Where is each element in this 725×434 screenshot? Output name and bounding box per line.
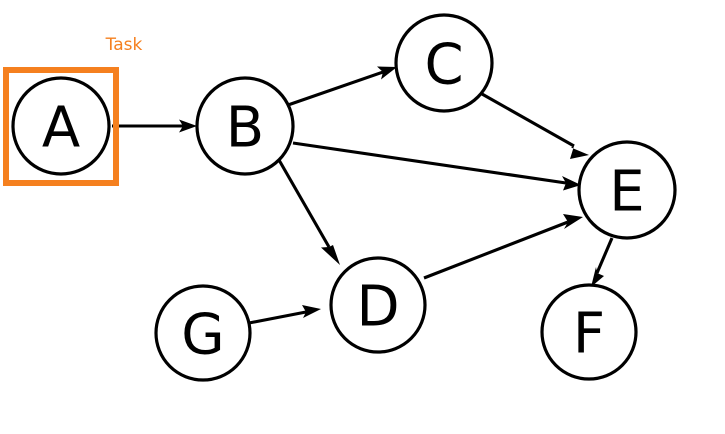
edge-d-to-e-line [423, 220, 569, 280]
node-f-circle [540, 283, 638, 381]
edge-c-to-e[interactable] [481, 92, 589, 159]
edge-b-to-c[interactable] [287, 66, 397, 107]
edge-a-to-b-arrowhead [179, 119, 197, 133]
node-g-circle [154, 284, 252, 382]
node-a-circle [11, 76, 111, 176]
node-f[interactable]: F [540, 283, 638, 381]
node-d[interactable]: D [329, 256, 427, 354]
edge-a-to-b[interactable] [112, 119, 197, 133]
node-g-label: G [181, 303, 224, 368]
edge-e-to-f-arrowhead [591, 267, 604, 287]
task-highlight[interactable]: Task [3, 35, 143, 186]
node-e-circle [577, 140, 677, 240]
node-f-label: F [573, 302, 605, 367]
node-a-label: A [42, 96, 80, 161]
edge-c-to-e-arrowhead [570, 146, 589, 159]
task-highlight-label: Task [105, 35, 143, 55]
edge-b-to-e-line [292, 141, 567, 185]
node-b-circle [195, 76, 295, 176]
edge-b-to-e[interactable] [292, 141, 581, 191]
edge-b-to-c-arrowhead [377, 66, 397, 80]
task-highlight-box [3, 67, 119, 186]
node-a[interactable]: A [11, 76, 111, 176]
node-b-label: B [226, 96, 264, 161]
edge-b-to-e-arrowhead [562, 176, 581, 191]
edge-b-to-d-arrowhead [321, 245, 340, 265]
edge-b-to-d[interactable] [277, 159, 340, 265]
edge-g-to-d-arrowhead [302, 305, 321, 318]
edge-b-to-c-line [287, 70, 384, 107]
nodes-layer: A B C D E F [11, 13, 677, 382]
edge-b-to-d-line [277, 159, 331, 248]
node-b[interactable]: B [195, 76, 295, 176]
edges-layer [112, 66, 614, 325]
node-c-label: C [424, 33, 463, 98]
node-d-label: D [356, 275, 399, 340]
node-g[interactable]: G [154, 284, 252, 382]
edge-d-to-e[interactable] [423, 214, 583, 280]
edge-g-to-d-line [248, 310, 307, 325]
edge-e-to-f-line [595, 237, 614, 274]
edge-g-to-d[interactable] [248, 305, 321, 325]
node-c-circle [394, 13, 494, 113]
edge-c-to-e-line [481, 92, 575, 148]
edge-e-to-f[interactable] [591, 237, 614, 287]
edge-d-to-e-arrowhead [563, 214, 583, 229]
node-d-circle [329, 256, 427, 354]
node-e[interactable]: E [577, 140, 677, 240]
node-c[interactable]: C [394, 13, 494, 113]
node-e-label: E [609, 160, 644, 225]
